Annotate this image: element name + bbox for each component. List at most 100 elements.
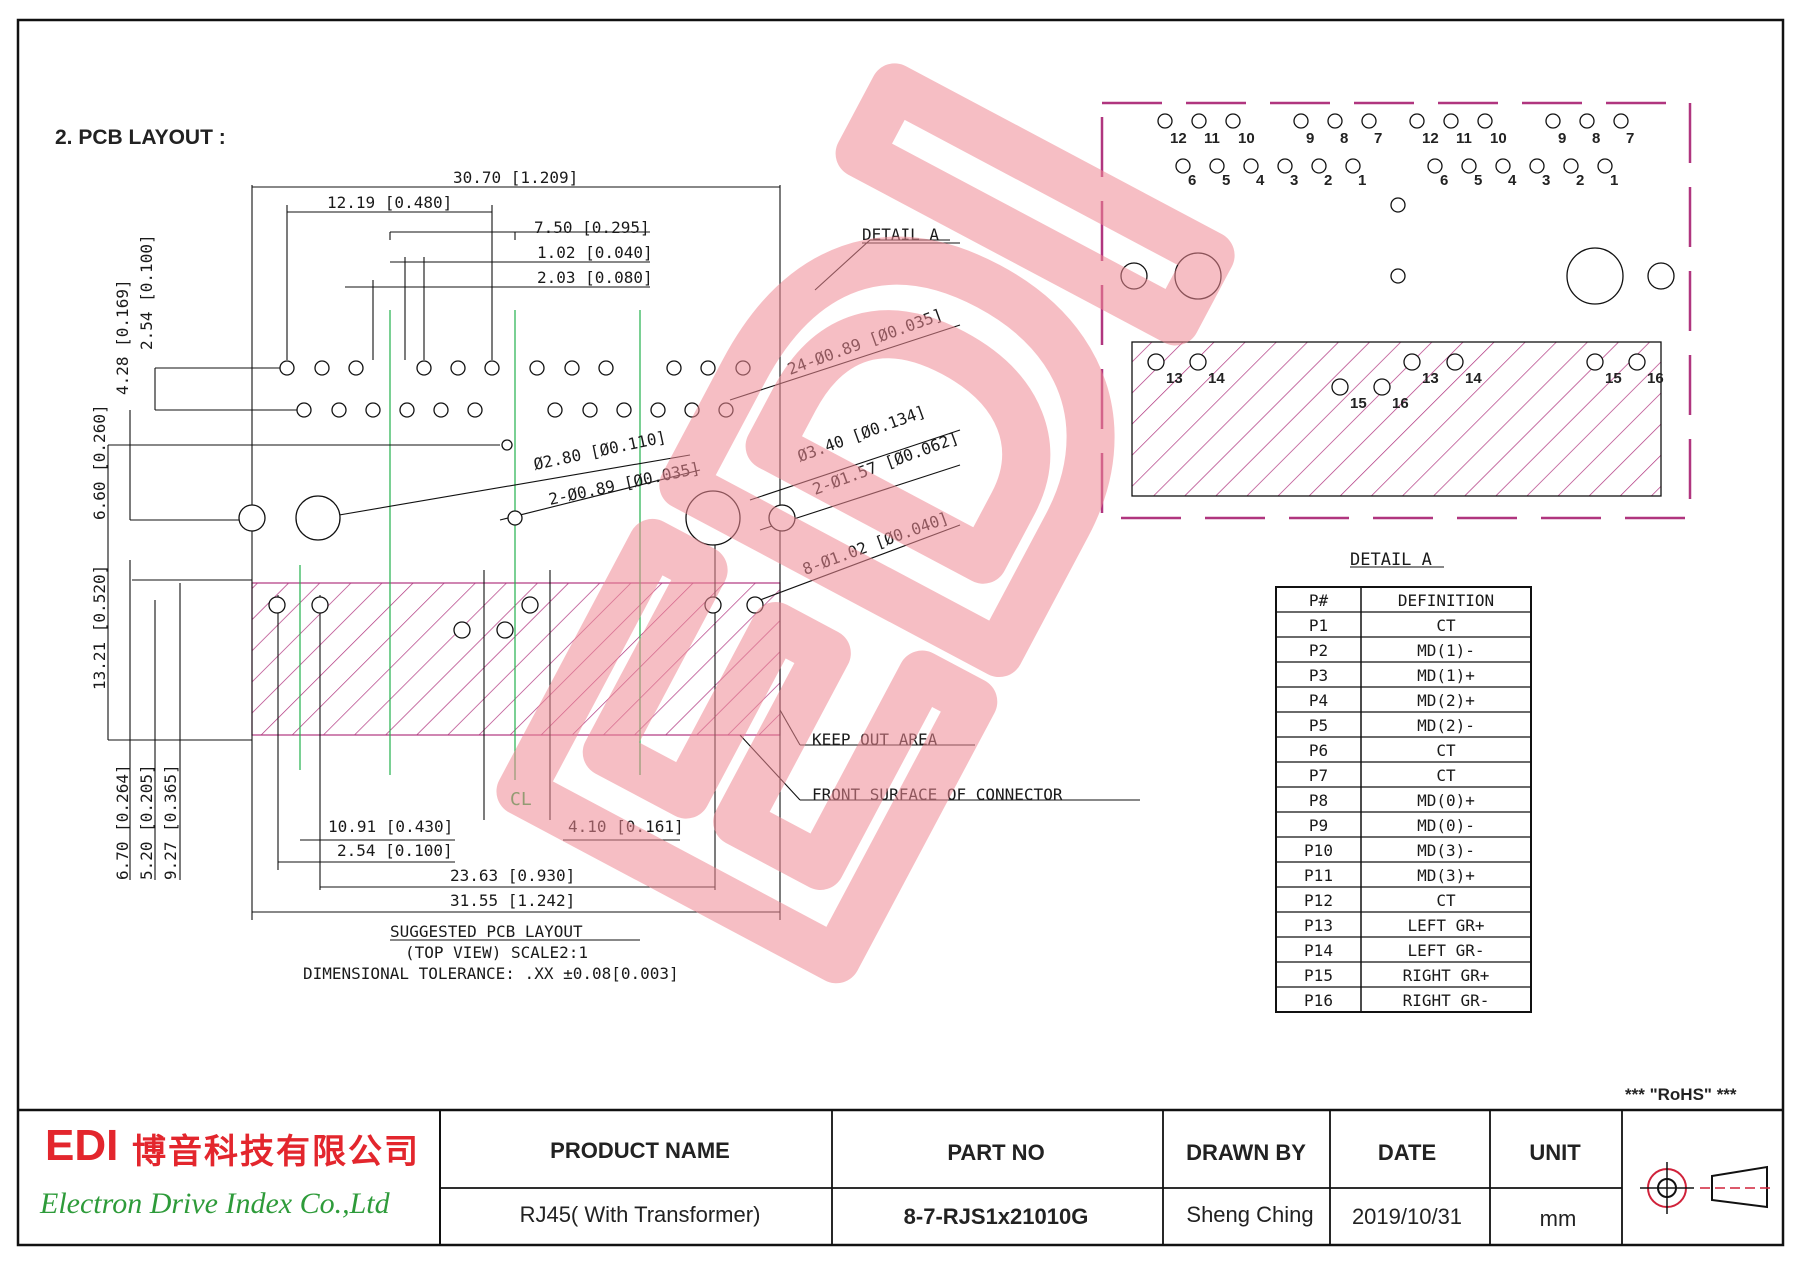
detail-led-label: 15 [1350, 395, 1367, 412]
pin-number-cell: P14 [1304, 941, 1333, 960]
dim-v-6-60: 6.60 [0.260] [90, 404, 109, 520]
pin-number-cell: P10 [1304, 841, 1333, 860]
dim-7-50: 7.50 [0.295] [534, 218, 650, 237]
detail-led-hole [1147, 353, 1165, 371]
detail-pin-label: 9 [1558, 130, 1566, 147]
detail-pin-label: 8 [1592, 130, 1600, 147]
detail-pin-hole [1495, 158, 1511, 174]
detail-pin-hole [1529, 158, 1545, 174]
dim-2-54-bottom: 2.54 [0.100] [337, 841, 453, 860]
pin-hole [718, 402, 734, 418]
pin-hole [348, 360, 364, 376]
detail-keep-out-area [1131, 341, 1662, 497]
dim-12-19: 12.19 [0.480] [327, 193, 452, 212]
pin-hole [529, 360, 545, 376]
detail-led-hole [1331, 378, 1349, 396]
detail-a-frame [1100, 101, 1692, 520]
pin-definition-cell: MD(2)- [1417, 716, 1475, 735]
detail-pin-hole [1327, 113, 1343, 129]
header-drawn-by: DRAWN BY [1186, 1140, 1306, 1165]
dim-30-70: 30.70 [1.209] [453, 168, 578, 187]
pin-number-cell: P9 [1309, 816, 1328, 835]
pin-definition-cell: CT [1436, 766, 1456, 785]
detail-pin-label: 7 [1626, 130, 1634, 147]
pin-hole [399, 402, 415, 418]
pin-hole [450, 360, 466, 376]
pin-hole [365, 402, 381, 418]
pin-definition-cell: CT [1436, 891, 1456, 910]
pin-number-cell: P8 [1309, 791, 1328, 810]
detail-pin-label: 10 [1238, 130, 1255, 147]
dim-10-91: 10.91 [0.430] [328, 817, 453, 836]
pin-definition-cell: RIGHT GR+ [1403, 966, 1490, 985]
value-unit: mm [1540, 1206, 1577, 1231]
pin-number-cell: P12 [1304, 891, 1333, 910]
detail-led-hole [1403, 353, 1421, 371]
pin-hole [684, 402, 700, 418]
detail-pin-hole [1175, 158, 1191, 174]
pcb-layout-view [107, 185, 1140, 920]
detail-pin-label: 1 [1610, 172, 1618, 189]
detail-a-pointer-label: DETAIL A [862, 225, 939, 244]
dim-4-10: 4.10 [0.161] [568, 817, 684, 836]
dim-31-55: 31.55 [1.242] [450, 891, 575, 910]
keep-out-area-label: KEEP OUT AREA [812, 730, 938, 749]
detail-led-hole [1628, 353, 1646, 371]
logo-chinese-name: 博音科技有限公司 [132, 1132, 420, 1172]
pin-hole [700, 360, 716, 376]
pin-number-cell: P2 [1309, 641, 1328, 660]
tolerance-label: DIMENSIONAL TOLERANCE: .XX ±0.08[0.003] [303, 964, 679, 983]
pin-definition-cell: LEFT GR- [1407, 941, 1484, 960]
pin-number-cell: P6 [1309, 741, 1328, 760]
value-date: 2019/10/31 [1352, 1204, 1462, 1229]
detail-pin-hole [1311, 158, 1327, 174]
pin-definition-cell: LEFT GR+ [1407, 916, 1484, 935]
rohs-label: *** "RoHS" *** [1625, 1085, 1737, 1104]
detail-pin-label: 7 [1374, 130, 1382, 147]
dim-1-02: 1.02 [0.040] [537, 243, 653, 262]
pin-number-cell: P16 [1304, 991, 1333, 1010]
detail-led-label: 13 [1166, 370, 1183, 387]
detail-led-label: 14 [1465, 370, 1482, 387]
detail-pin-label: 4 [1256, 172, 1265, 189]
pin-hole [547, 402, 563, 418]
detail-pin-hole [1345, 158, 1361, 174]
keep-out-area [251, 582, 781, 736]
pin-definition-cell: RIGHT GR- [1403, 991, 1490, 1010]
header-unit: UNIT [1529, 1140, 1581, 1165]
detail-pin-label: 11 [1456, 130, 1472, 147]
dim-v-13-21: 13.21 [0.520] [90, 565, 109, 690]
pin-hole [666, 360, 682, 376]
value-part-no: 8-7-RJS1x21010G [904, 1204, 1089, 1229]
pin-hole [650, 402, 666, 418]
detail-led-hole [1189, 353, 1207, 371]
detail-pin-hole [1191, 113, 1207, 129]
detail-pin-label: 9 [1306, 130, 1314, 147]
pin-number-cell: P7 [1309, 766, 1328, 785]
detail-pin-label: 12 [1170, 130, 1187, 147]
pin-hole [735, 360, 751, 376]
detail-pin-label: 12 [1422, 130, 1439, 147]
dim-v-5-20: 5.20 [0.205] [137, 764, 156, 880]
company-name: Electron Drive Index Co.,Ltd [39, 1187, 391, 1220]
detail-pin-hole [1477, 113, 1493, 129]
detail-led-label: 14 [1208, 370, 1225, 387]
value-drawn-by: Sheng Ching [1186, 1202, 1313, 1227]
detail-pin-hole [1579, 113, 1595, 129]
detail-led-label: 13 [1422, 370, 1439, 387]
detail-pin-label: 6 [1440, 172, 1448, 189]
detail-led-hole [1373, 378, 1391, 396]
detail-led-hole [1446, 353, 1464, 371]
header-product-name: PRODUCT NAME [550, 1138, 730, 1163]
detail-pin-label: 4 [1508, 172, 1517, 189]
detail-pin-hole [1563, 158, 1579, 174]
pin-hole [433, 402, 449, 418]
top-view-label: (TOP VIEW) SCALE2:1 [405, 943, 588, 962]
pin-hole [279, 360, 295, 376]
pin-hole [582, 402, 598, 418]
detail-led-label: 15 [1605, 370, 1622, 387]
detail-pin-hole [1361, 113, 1377, 129]
third-angle-projection-icon [1640, 1162, 1775, 1214]
